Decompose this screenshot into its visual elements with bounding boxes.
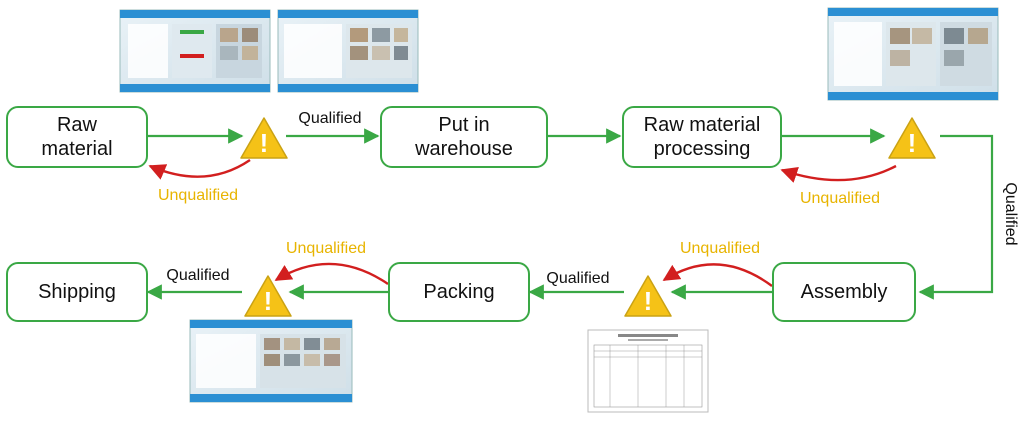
- unqualified-label-2: Unqualified: [800, 190, 880, 207]
- reject-arrow-1: [148, 159, 251, 180]
- inspection-board-photo-3: [827, 7, 999, 101]
- unqualified-label-4: Unqualified: [286, 240, 366, 257]
- qualified-label-4: Qualified: [166, 267, 229, 284]
- inspection-board-photo-1: [119, 9, 271, 93]
- warning-exclamation: !: [644, 286, 653, 316]
- node-shipping: Shipping: [6, 262, 148, 322]
- node-raw-material: Raw material: [6, 106, 148, 168]
- warning-exclamation: !: [908, 128, 917, 158]
- node-packing: Packing: [388, 262, 530, 322]
- flow-arrows: [146, 128, 994, 300]
- reject-arrow-2: [780, 164, 897, 183]
- inspection-form-document: [587, 329, 709, 413]
- warning-triangle-icon: !: [888, 117, 936, 159]
- warning-exclamation: !: [264, 286, 273, 316]
- inspection-board-photo-4: [189, 319, 353, 403]
- warning-exclamation: !: [260, 128, 269, 158]
- inspection-board-photo-2: [277, 9, 419, 93]
- reject-arrows: [148, 159, 897, 287]
- unqualified-label-1: Unqualified: [158, 187, 238, 204]
- warning-triangle-icon: !: [624, 275, 672, 317]
- checkpoint-warnings: !!!!: [240, 117, 936, 317]
- reject-arrow-4: [274, 262, 389, 285]
- node-assembly: Assembly: [772, 262, 916, 322]
- node-put-in-warehouse: Put in warehouse: [380, 106, 548, 168]
- arrow-check-2-to-assembly: [918, 134, 994, 300]
- node-raw-material-processing: Raw material processing: [622, 106, 782, 168]
- qualified-label-1: Qualified: [298, 110, 361, 127]
- unqualified-label-3: Unqualified: [680, 240, 760, 257]
- reject-arrow-3: [662, 263, 773, 287]
- warning-triangle-icon: !: [244, 275, 292, 317]
- flow-labels: Qualified Qualified Qualified Qualified …: [158, 110, 1019, 287]
- qualified-label-2: Qualified: [1002, 182, 1019, 245]
- warning-triangle-icon: !: [240, 117, 288, 159]
- qualified-label-3: Qualified: [546, 270, 609, 287]
